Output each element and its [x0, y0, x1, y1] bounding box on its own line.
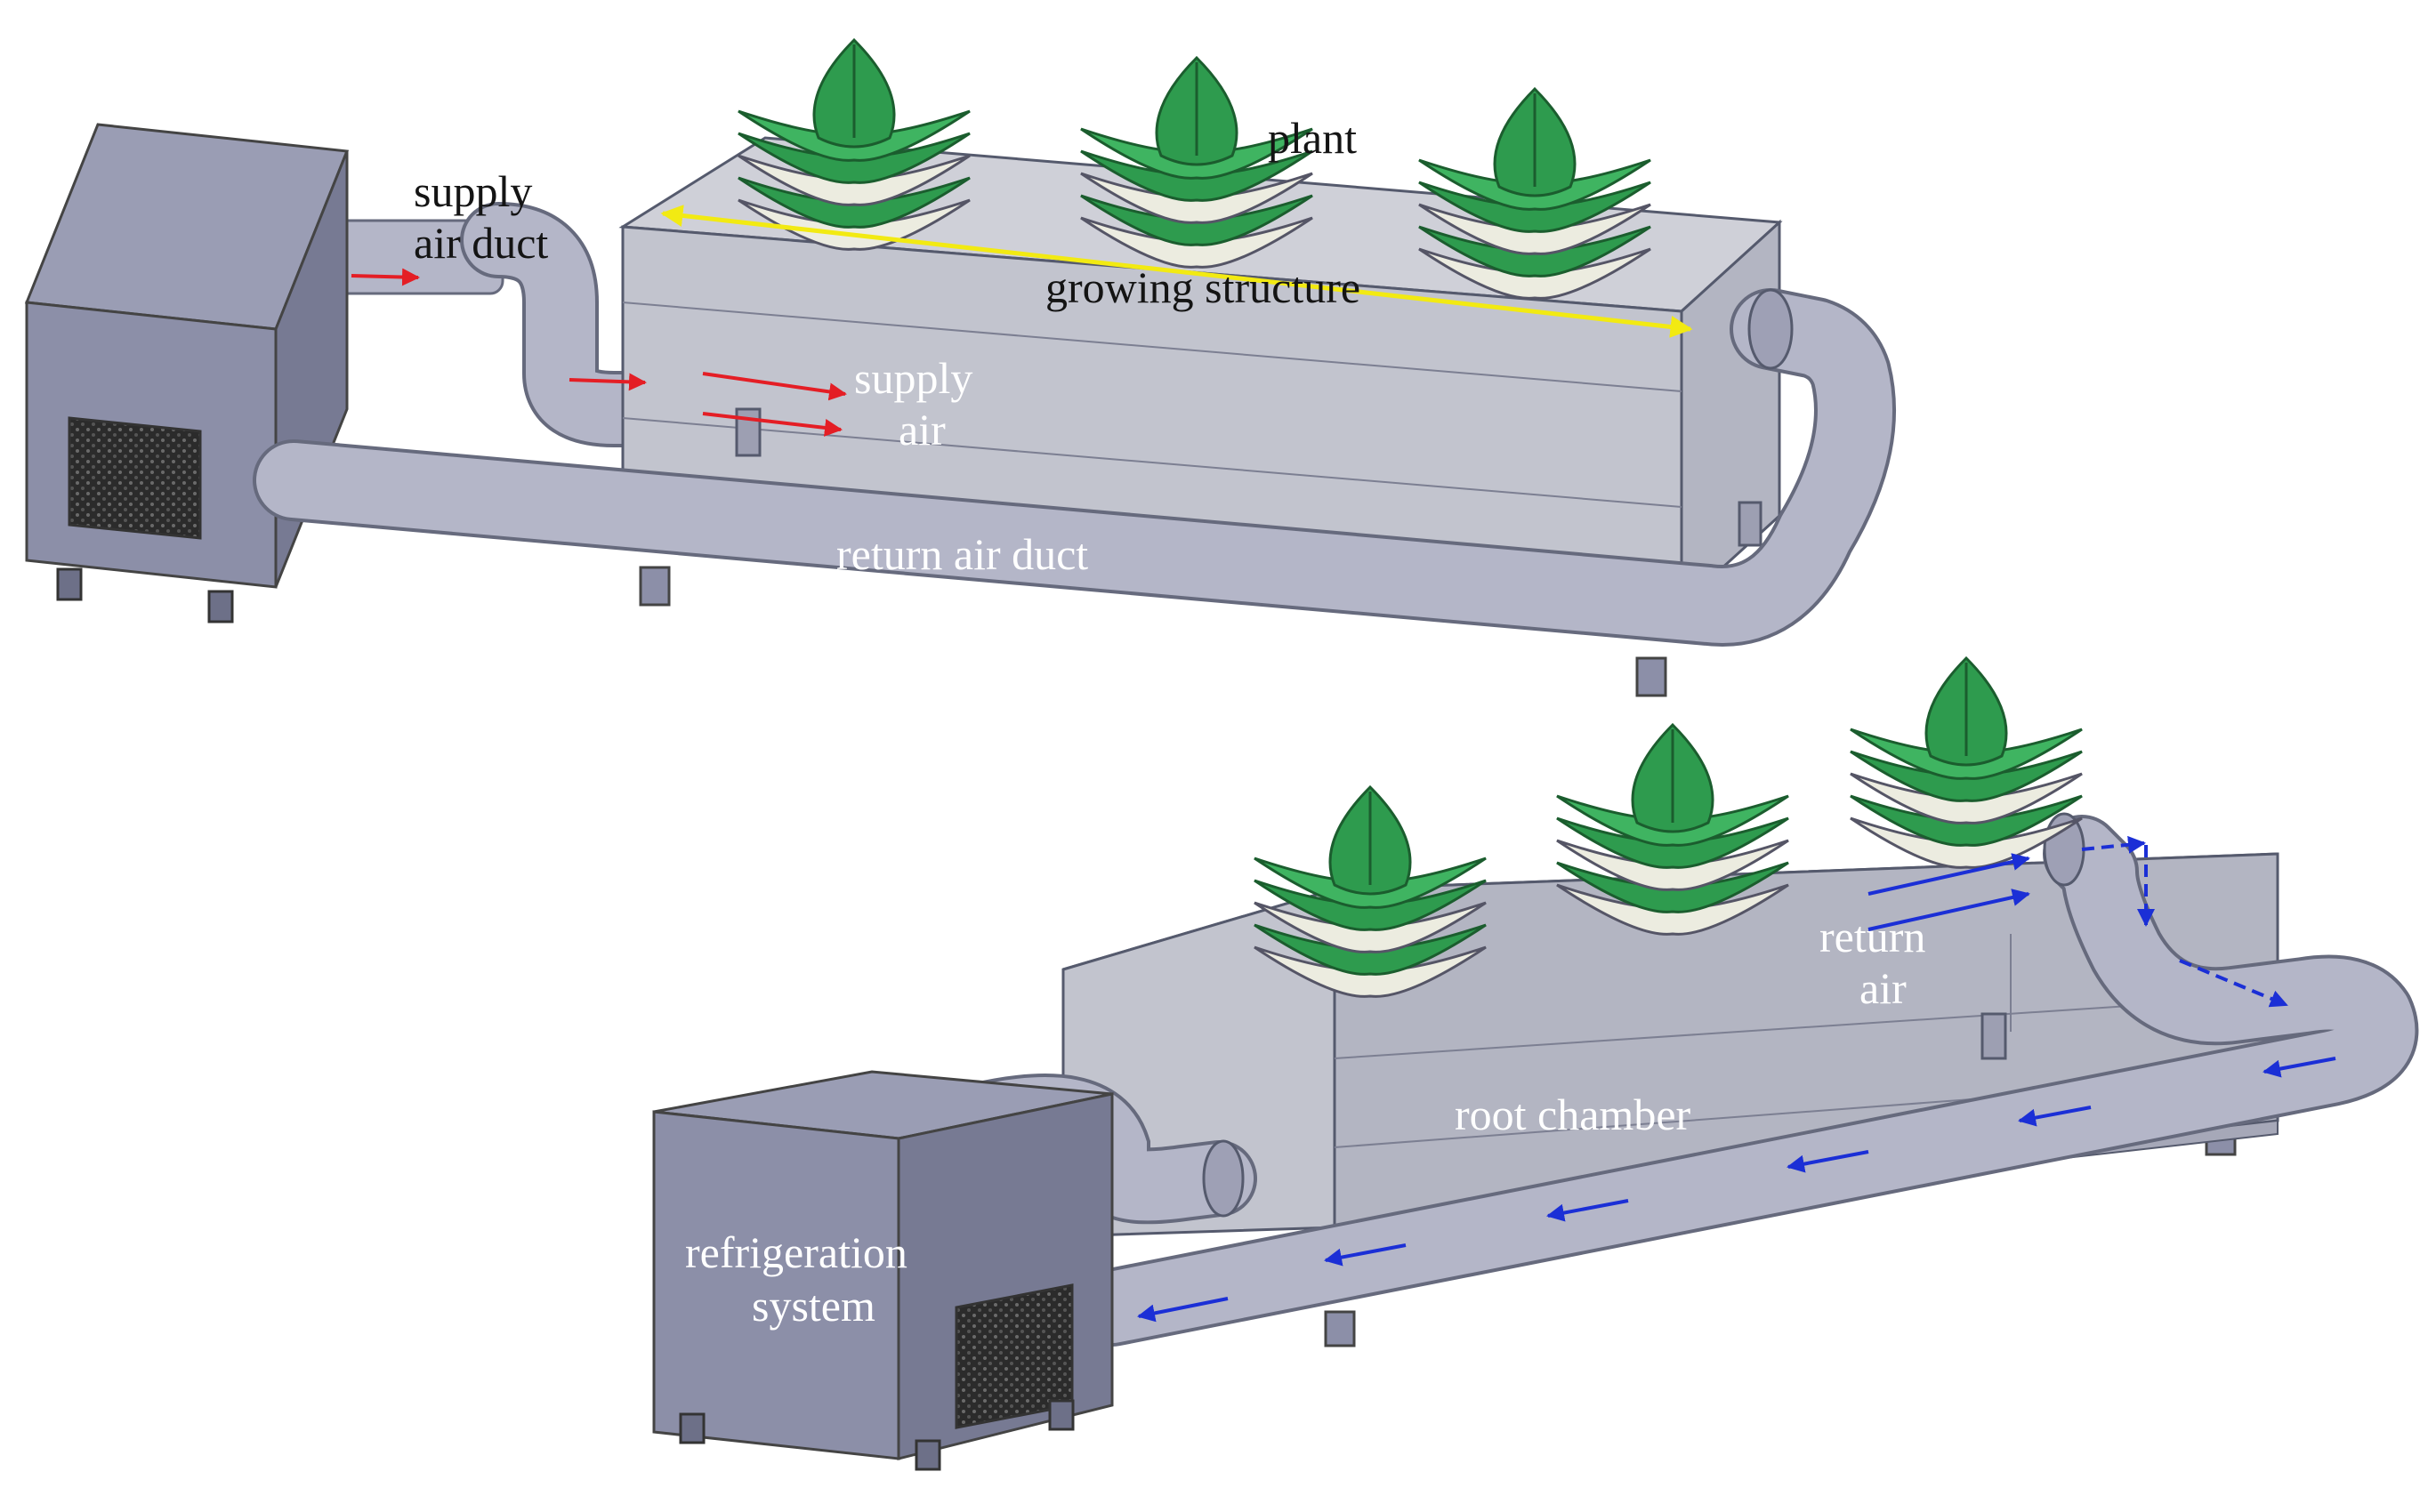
label-refrigeration-system: system [752, 1281, 875, 1331]
vent-grille [68, 416, 202, 540]
bottom-system: return air root chamber refrigeration sy… [652, 658, 2419, 1471]
return-arrow [2263, 1057, 2336, 1078]
return-arrow [1546, 1199, 1629, 1222]
supply-arrow [569, 373, 647, 391]
plant-icon [1419, 89, 1650, 299]
label-supply-air-duct: supply [414, 166, 532, 216]
plant-icon [738, 40, 970, 250]
return-arrow [2081, 835, 2146, 854]
return-arrow [1867, 889, 2030, 931]
supply-arrow [351, 268, 420, 286]
return-arrow [1867, 853, 2030, 896]
plant-icon [1557, 725, 1788, 935]
label-return-air: air [1859, 963, 1907, 1013]
supply-arrow [702, 372, 847, 401]
label-refrigeration-system: refrigeration [685, 1227, 907, 1277]
length-dimension-arrow [660, 205, 1693, 338]
label-return-air-duct: return air duct [836, 529, 1088, 579]
label-supply-air: supply [854, 353, 972, 403]
plant-icon [1851, 658, 2082, 868]
supply-arrow [702, 412, 843, 437]
equipment-box-top [24, 123, 350, 623]
label-plant: plant [1268, 113, 1357, 163]
top-system: plant supply air duct growing structure … [24, 40, 1896, 697]
return-arrow [1787, 1150, 1869, 1173]
label-supply-air: air [899, 405, 946, 454]
refrigeration-system-box [652, 1070, 1114, 1471]
label-root-chamber: root chamber [1455, 1090, 1691, 1139]
return-air-duct [253, 288, 1896, 647]
return-arrow [2018, 1106, 2092, 1127]
label-growing-structure: growing structure [1045, 262, 1360, 312]
label-supply-air-duct: air duct [414, 218, 548, 268]
plant-icon [1254, 787, 1486, 997]
return-arrow [1137, 1297, 1229, 1323]
plant-icon [1081, 58, 1312, 268]
label-return-air: return [1819, 912, 1925, 961]
return-arrow [1324, 1243, 1407, 1267]
